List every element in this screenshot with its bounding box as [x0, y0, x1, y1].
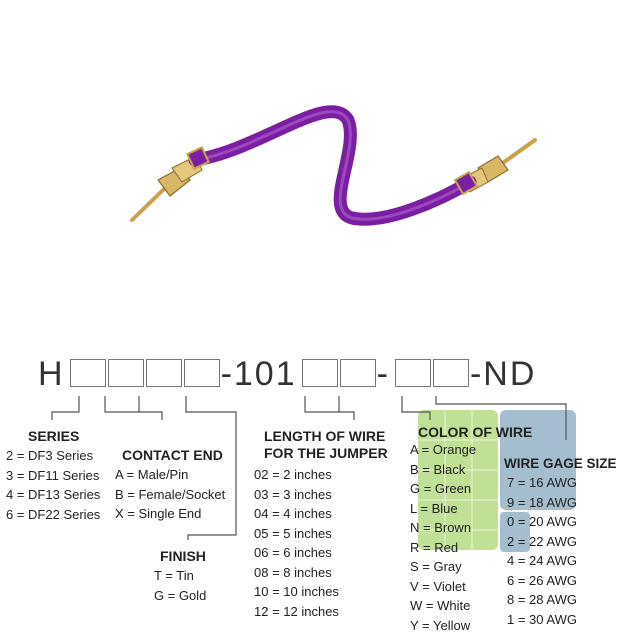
- list-item: V = Violet: [410, 578, 466, 594]
- list-item: 6 = 26 AWG: [507, 572, 577, 588]
- contact-end-list: A = Male/Pin B = Female/Socket X = Singl…: [115, 465, 225, 524]
- list-item: X = Single End: [115, 506, 202, 521]
- list-item: B = Black: [410, 461, 466, 477]
- contact-end-heading: CONTACT END: [122, 447, 223, 463]
- list-item: 04 = 4 inches: [254, 506, 332, 521]
- list-item: 4 = DF13 Series: [6, 487, 101, 502]
- list-item: 12 = 12 inches: [254, 603, 339, 619]
- list-item: G = Green: [410, 481, 472, 496]
- finish-list: T = Tin G = Gold: [154, 566, 206, 605]
- list-item: 6 = DF22 Series: [6, 506, 101, 522]
- part-suffix: -ND: [469, 355, 537, 393]
- list-item: B = Female/Socket: [115, 486, 226, 502]
- list-item: 05 = 5 inches: [254, 525, 332, 541]
- list-item: 2 = 22 AWG: [507, 533, 577, 549]
- series-heading: SERIES: [28, 428, 80, 444]
- color-slot: [394, 359, 431, 387]
- part-dash: -: [376, 355, 390, 393]
- list-item: 1 = 30 AWG: [507, 611, 577, 627]
- list-item: N = Brown: [410, 520, 472, 535]
- list-item: G = Gold: [154, 587, 207, 603]
- length-slot-2: [339, 359, 376, 387]
- list-item: 06 = 6 inches: [254, 545, 332, 560]
- list-item: L = Blue: [410, 500, 458, 516]
- list-item: A = Male/Pin: [115, 467, 189, 482]
- list-item: 9 = 18 AWG: [507, 494, 577, 510]
- part-prefix: H: [38, 355, 65, 393]
- list-item: T = Tin: [154, 568, 194, 583]
- contact-end-slot-2: [145, 359, 182, 387]
- part-middle: -101: [220, 355, 297, 393]
- series-slot: [69, 359, 106, 387]
- list-item: 0 = 20 AWG: [507, 514, 577, 529]
- list-item: 10 = 10 inches: [254, 584, 339, 599]
- color-heading: COLOR OF WIRE: [418, 424, 533, 440]
- list-item: R = Red: [410, 539, 459, 555]
- contact-end-slot-1: [107, 359, 144, 387]
- finish-heading: FINISH: [160, 548, 206, 564]
- part-number: H -101 - -ND: [38, 350, 536, 394]
- finish-slot: [183, 359, 220, 387]
- length-heading-line2: FOR THE JUMPER: [264, 445, 388, 461]
- length-heading-line1: LENGTH OF WIRE: [264, 428, 386, 444]
- gage-list: 7 = 16 AWG 9 = 18 AWG 0 = 20 AWG 2 = 22 …: [507, 473, 577, 629]
- series-list: 2 = DF3 Series 3 = DF11 Series 4 = DF13 …: [6, 446, 100, 524]
- list-item: 02 = 2 inches: [254, 467, 332, 482]
- gage-heading: WIRE GAGE SIZE: [504, 456, 617, 471]
- list-item: S = Gray: [410, 559, 462, 574]
- list-item: 4 = 24 AWG: [507, 553, 577, 568]
- list-item: 3 = DF11 Series: [6, 467, 100, 483]
- list-item: 03 = 3 inches: [254, 486, 332, 502]
- list-item: Y = Yellow: [410, 617, 471, 633]
- list-item: 08 = 8 inches: [254, 564, 332, 580]
- color-list: A = Orange B = Black G = Green L = Blue …: [410, 440, 476, 635]
- length-slot-1: [301, 359, 338, 387]
- list-item: 2 = DF3 Series: [6, 448, 94, 463]
- list-item: W = White: [410, 598, 471, 613]
- list-item: 8 = 28 AWG: [507, 592, 577, 607]
- list-item: 7 = 16 AWG: [507, 475, 577, 490]
- list-item: A = Orange: [410, 442, 477, 457]
- length-list: 02 = 2 inches 03 = 3 inches 04 = 4 inche…: [254, 465, 339, 621]
- gage-slot: [432, 359, 469, 387]
